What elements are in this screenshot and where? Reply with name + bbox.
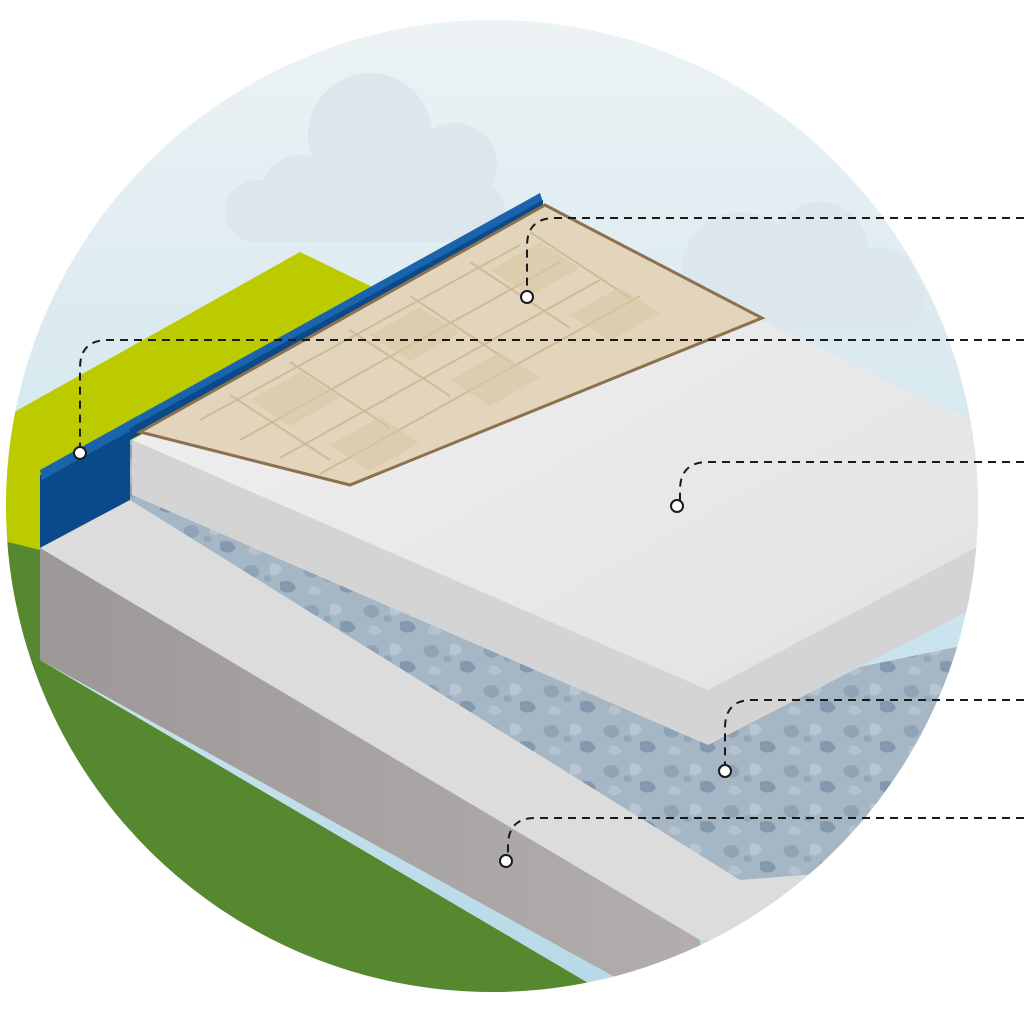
screed-side <box>132 440 978 745</box>
leader-screed <box>679 461 1024 505</box>
leader-parquet <box>526 217 1024 296</box>
callout-dot-base-slab <box>499 854 513 868</box>
leader-insulation <box>724 699 1024 770</box>
callout-leaders <box>79 217 1024 860</box>
callout-dot-screed <box>670 499 684 513</box>
base-slab-side <box>40 548 700 992</box>
edge-strip-top <box>40 193 543 480</box>
leader-base-slab <box>507 817 1024 860</box>
parquet-floor <box>135 203 766 487</box>
cloud-left <box>225 73 505 242</box>
cloud-right <box>665 202 925 330</box>
edge-strip-front <box>40 430 130 548</box>
callout-dot-parquet <box>520 290 534 304</box>
callout-dot-edge-strip <box>73 446 87 460</box>
leader-edge-strip <box>79 339 1024 452</box>
callout-dots <box>73 290 732 868</box>
callout-dot-insulation <box>718 764 732 778</box>
